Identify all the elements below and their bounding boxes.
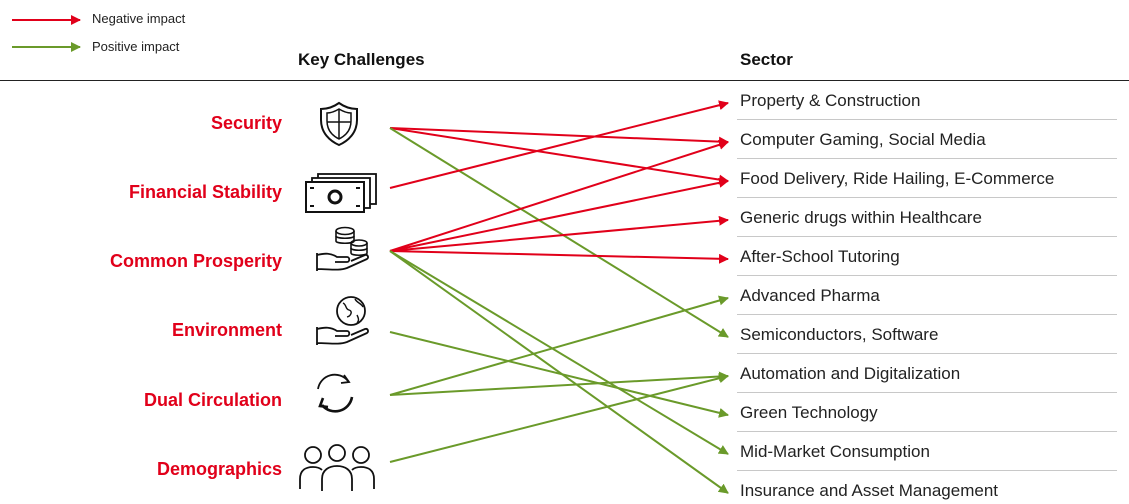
impact-arrow-positive xyxy=(389,371,729,396)
sector-divider xyxy=(737,470,1117,471)
challenge-common-prosperity: Common Prosperity xyxy=(109,251,282,271)
sector-divider xyxy=(737,158,1117,159)
challenge-financial-stability: Financial Stability xyxy=(128,182,282,202)
impact-arrow-positive xyxy=(389,331,729,418)
globe-hand-icon xyxy=(316,296,369,345)
cycle-arrows-icon xyxy=(317,373,354,413)
coins-hand-icon xyxy=(316,226,369,271)
sector-divider xyxy=(737,197,1117,198)
challenge-dual-circulation: Dual Circulation xyxy=(143,390,282,410)
header-rule xyxy=(0,80,1129,81)
challenge-environment: Environment xyxy=(171,320,282,340)
impact-arrow-negative xyxy=(389,250,729,264)
sector-automation-digitalization: Automation and Digitalization xyxy=(740,364,961,383)
sector-advanced-pharma: Advanced Pharma xyxy=(740,286,880,305)
sector-mid-market-consumption: Mid-Market Consumption xyxy=(740,442,930,461)
impact-arrow-positive xyxy=(389,295,729,396)
impact-arrow-negative xyxy=(389,215,729,252)
sector-divider xyxy=(737,392,1117,393)
impact-arrow-positive xyxy=(389,373,729,463)
sector-divider xyxy=(737,431,1117,432)
challenge-demographics: Demographics xyxy=(156,459,282,479)
impact-arrow-negative xyxy=(389,140,729,252)
sector-after-school-tutoring: After-School Tutoring xyxy=(740,247,900,266)
sector-generic-drugs: Generic drugs within Healthcare xyxy=(740,208,982,227)
sector-food-delivery: Food Delivery, Ride Hailing, E-Commerce xyxy=(740,169,1055,188)
legend-positive-label: Positive impact xyxy=(92,39,180,54)
impact-arrow-positive xyxy=(389,127,729,338)
impact-arrow-positive xyxy=(389,250,729,455)
header-sector: Sector xyxy=(740,50,793,69)
impact-arrow-negative xyxy=(389,127,729,185)
sector-divider xyxy=(737,275,1117,276)
sector-semiconductors-software: Semiconductors, Software xyxy=(740,325,939,344)
challenge-security: Security xyxy=(210,113,282,133)
impact-arrow-negative xyxy=(389,177,729,252)
impact-arrow-negative xyxy=(389,127,729,147)
sector-computer-gaming: Computer Gaming, Social Media xyxy=(740,130,986,149)
sector-divider xyxy=(737,353,1117,354)
sector-divider xyxy=(737,236,1117,237)
money-icon xyxy=(305,173,377,213)
sector-property-construction: Property & Construction xyxy=(740,91,921,110)
shield-icon xyxy=(320,101,358,147)
sector-green-technology: Green Technology xyxy=(740,403,878,422)
sector-divider xyxy=(737,314,1117,315)
impact-arrow-positive xyxy=(389,250,729,494)
sector-divider xyxy=(737,119,1117,120)
header-key-challenges: Key Challenges xyxy=(298,50,425,69)
impact-arrow-negative xyxy=(389,100,729,189)
sector-insurance-asset-management: Insurance and Asset Management xyxy=(740,481,998,500)
people-group-icon xyxy=(299,444,375,491)
legend-negative-label: Negative impact xyxy=(92,11,186,26)
